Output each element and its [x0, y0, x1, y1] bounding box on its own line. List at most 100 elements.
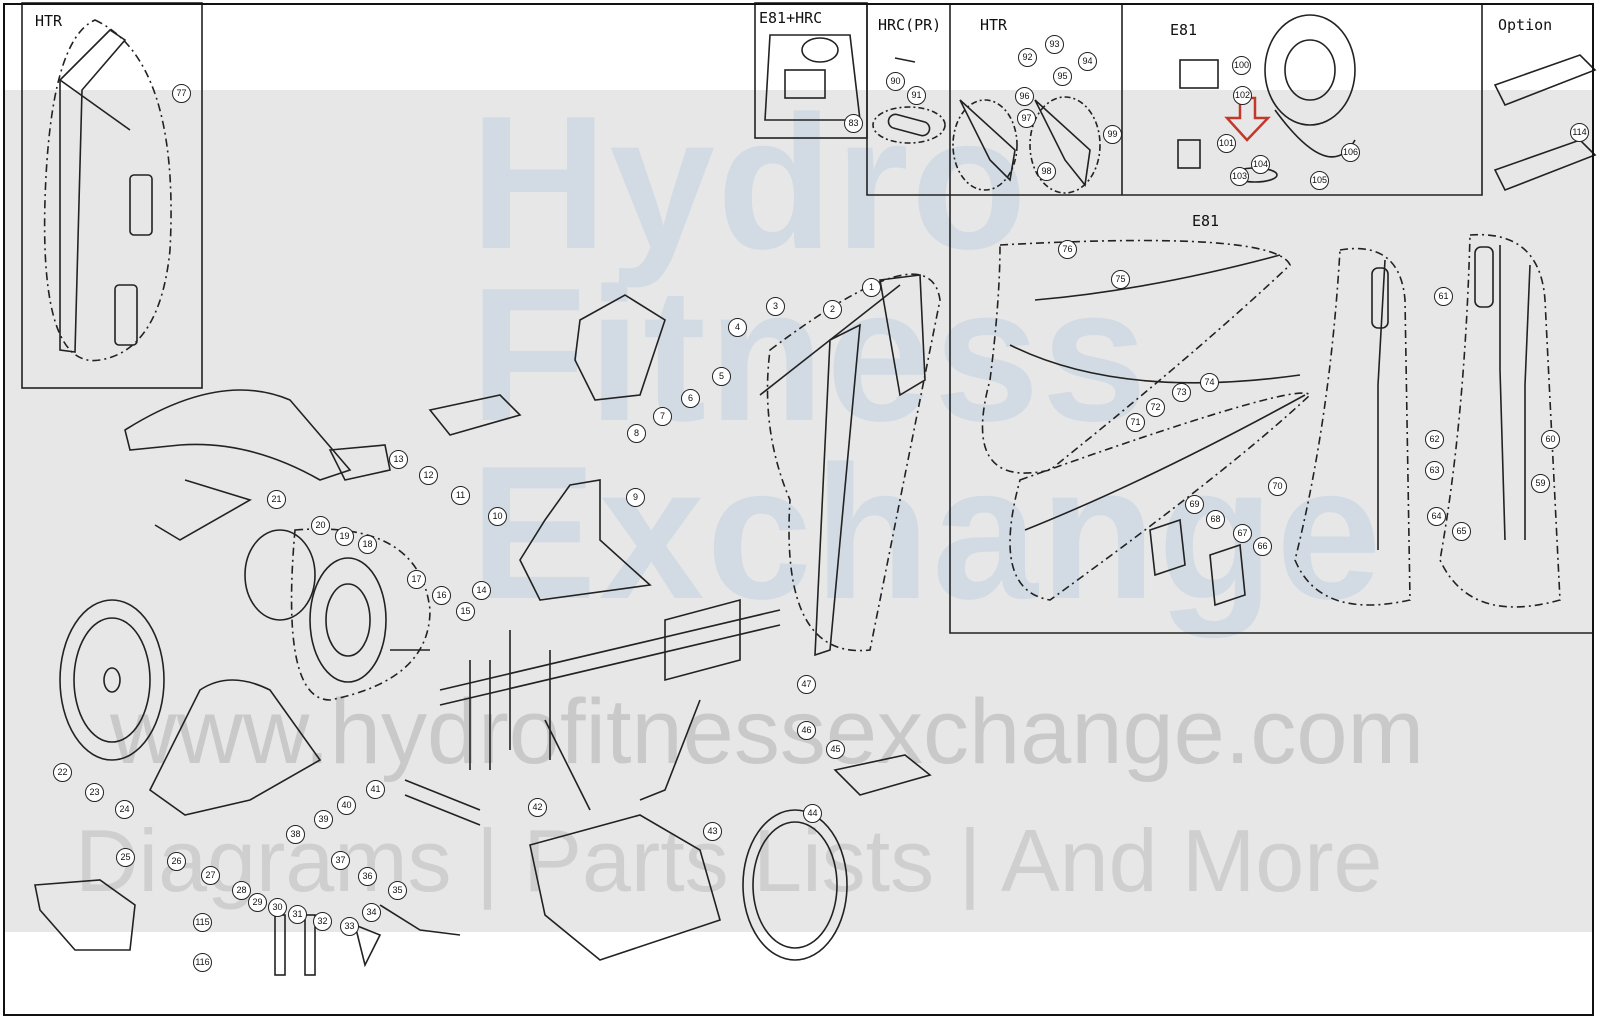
- callout-97: 97: [1017, 109, 1036, 128]
- panel-top-right-border: [866, 3, 1483, 196]
- callout-72: 72: [1146, 398, 1165, 417]
- callout-77: 77: [172, 84, 191, 103]
- panel-label-option: Option: [1498, 16, 1553, 34]
- callout-32: 32: [313, 912, 332, 931]
- callout-37: 37: [331, 851, 350, 870]
- highlight-arrow-icon: [1224, 96, 1271, 142]
- panel-label-e81-top: E81: [1170, 21, 1198, 39]
- callout-6: 6: [681, 389, 700, 408]
- callout-7: 7: [653, 407, 672, 426]
- callout-39: 39: [314, 810, 333, 829]
- callout-103: 103: [1230, 167, 1249, 186]
- callout-90: 90: [886, 72, 905, 91]
- callout-24: 24: [115, 800, 134, 819]
- callout-18: 18: [358, 535, 377, 554]
- cover-left-part: [124, 389, 391, 816]
- callout-100: 100: [1232, 56, 1251, 75]
- htr-handlebar-part: [43, 19, 172, 362]
- callout-20: 20: [311, 516, 330, 535]
- htr-grip-part: [952, 96, 1101, 194]
- callout-71: 71: [1126, 413, 1145, 432]
- callout-26: 26: [167, 852, 186, 871]
- shroud-part: [519, 294, 666, 601]
- main-frame-part: [404, 598, 781, 826]
- callout-2: 2: [823, 300, 842, 319]
- callout-19: 19: [335, 527, 354, 546]
- pedal-part: [428, 394, 932, 796]
- panel-e81-main-border: [949, 195, 1594, 634]
- callout-23: 23: [85, 783, 104, 802]
- callout-74: 74: [1200, 373, 1219, 392]
- callout-64: 64: [1427, 507, 1446, 526]
- callout-61: 61: [1434, 287, 1453, 306]
- callout-13: 13: [389, 450, 408, 469]
- callout-62: 62: [1425, 430, 1444, 449]
- panel-label-hrc-pr: HRC(PR): [878, 16, 942, 34]
- callout-5: 5: [712, 367, 731, 386]
- callout-94: 94: [1078, 52, 1097, 71]
- callout-47: 47: [797, 675, 816, 694]
- callout-12: 12: [419, 466, 438, 485]
- callout-115: 115: [193, 913, 212, 932]
- callout-35: 35: [388, 881, 407, 900]
- callout-73: 73: [1172, 383, 1191, 402]
- watermark-text-exchange: Exchange: [470, 427, 1384, 639]
- callout-116: 116: [193, 953, 212, 972]
- callout-21: 21: [267, 490, 286, 509]
- callout-67: 67: [1233, 524, 1252, 543]
- callout-41: 41: [366, 780, 385, 799]
- callout-114: 114: [1570, 123, 1589, 142]
- callout-102: 102: [1233, 86, 1252, 105]
- panel-label-htr-left: HTR: [35, 12, 63, 30]
- callout-27: 27: [201, 866, 220, 885]
- option-pedal-part: [1493, 54, 1597, 192]
- callout-1: 1: [862, 278, 881, 297]
- callout-101: 101: [1217, 134, 1236, 153]
- callout-14: 14: [472, 581, 491, 600]
- callout-75: 75: [1111, 270, 1130, 289]
- callout-9: 9: [626, 488, 645, 507]
- watermark-band: [4, 90, 1594, 932]
- callout-68: 68: [1206, 510, 1225, 529]
- callout-33: 33: [340, 917, 359, 936]
- panel-label-htr-top: HTR: [980, 16, 1008, 34]
- watermark-text-hydro: Hydro: [470, 77, 1029, 289]
- callout-17: 17: [407, 570, 426, 589]
- callout-4: 4: [728, 318, 747, 337]
- callout-98: 98: [1037, 162, 1056, 181]
- crank-part: [154, 479, 701, 801]
- hrc-grip-part: [872, 57, 946, 144]
- callout-63: 63: [1425, 461, 1444, 480]
- callout-93: 93: [1045, 35, 1064, 54]
- callout-25: 25: [116, 848, 135, 867]
- callout-30: 30: [268, 898, 287, 917]
- callout-43: 43: [703, 822, 722, 841]
- callout-60: 60: [1541, 430, 1560, 449]
- callout-29: 29: [248, 893, 267, 912]
- callout-99: 99: [1103, 125, 1122, 144]
- callout-92: 92: [1018, 48, 1037, 67]
- callout-83: 83: [844, 114, 863, 133]
- callout-76: 76: [1058, 240, 1077, 259]
- callout-42: 42: [528, 798, 547, 817]
- callout-22: 22: [53, 763, 72, 782]
- callout-70: 70: [1268, 477, 1287, 496]
- callout-28: 28: [232, 881, 251, 900]
- callout-15: 15: [456, 602, 475, 621]
- mast-part: [759, 273, 941, 657]
- callout-95: 95: [1053, 67, 1072, 86]
- callout-59: 59: [1531, 474, 1550, 493]
- callout-34: 34: [362, 903, 381, 922]
- panel-label-e81-hrc: E81+HRC: [759, 9, 823, 27]
- watermark-url: www.hydrofitnessexchange.com: [110, 681, 1425, 783]
- callout-31: 31: [288, 905, 307, 924]
- callout-66: 66: [1253, 537, 1272, 556]
- callout-46: 46: [797, 721, 816, 740]
- callout-10: 10: [488, 507, 507, 526]
- callout-105: 105: [1310, 171, 1329, 190]
- panel-label-e81-main: E81: [1192, 212, 1220, 230]
- callout-40: 40: [337, 796, 356, 815]
- callout-11: 11: [451, 486, 470, 505]
- e81-arms-part: [981, 233, 1561, 608]
- callout-91: 91: [907, 86, 926, 105]
